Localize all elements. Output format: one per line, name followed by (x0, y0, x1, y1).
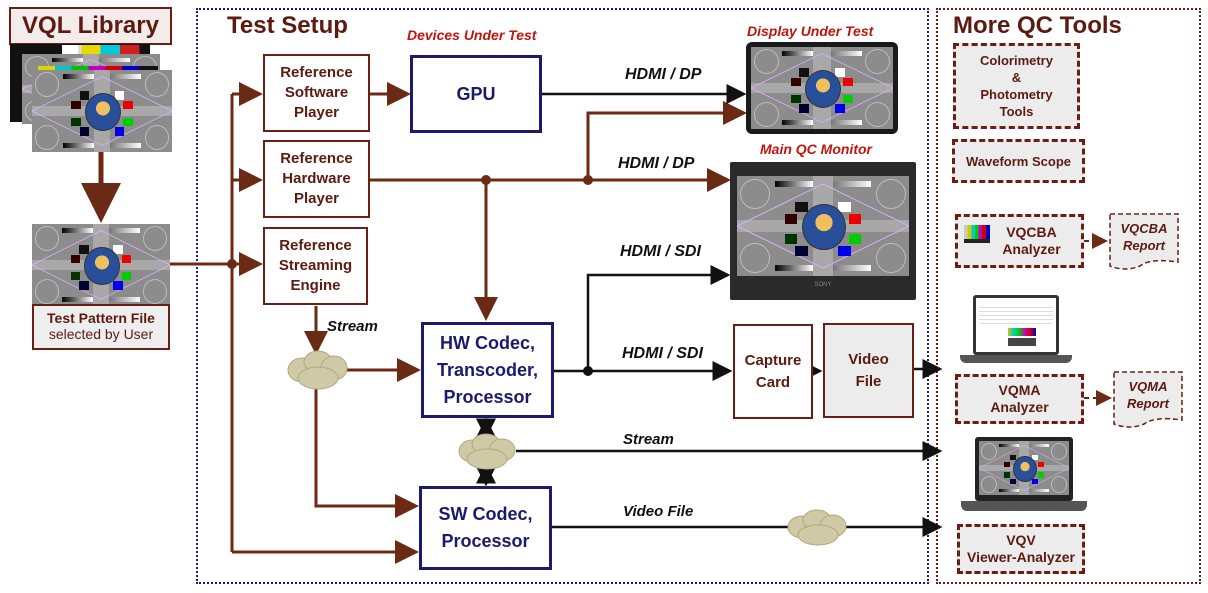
link-label-gpu-hdmi-dp: HDMI / DP (625, 66, 702, 83)
vqcba-line2: Analyzer (1002, 241, 1061, 257)
color-bars-strip (62, 45, 150, 55)
capture-line2: Card (755, 373, 791, 391)
junction-dot (227, 259, 237, 269)
vqcba-line1: VQCBA (1006, 224, 1057, 240)
wire-hw-codec-to-monitor (586, 265, 731, 371)
network-cloud-icon (787, 509, 847, 546)
link-label-video-file: Video File (623, 503, 694, 520)
vqv-laptop (961, 437, 1087, 517)
selected-test-pattern (32, 224, 170, 306)
wire-to-display (586, 101, 747, 180)
more-qc-tools-frame (936, 8, 1201, 584)
colorimetry-line3: Photometry (980, 87, 1053, 102)
vqcba-report-shape (1109, 213, 1179, 270)
link-label-stream-out: Stream (623, 431, 674, 448)
ref-stream-line2: Streaming (278, 257, 353, 274)
gpu-device[interactable]: GPU (410, 55, 542, 133)
vqma-line2: Analyzer (990, 399, 1049, 415)
video-file-line1: Video (848, 350, 889, 368)
ref-sw-line3: Player (293, 104, 340, 121)
link-label-monitor-hdmi-sdi: HDMI / SDI (620, 243, 701, 260)
gpu-label: GPU (456, 83, 496, 104)
waveform-label: Waveform Scope (966, 153, 1071, 169)
color-bars-icon (964, 225, 990, 243)
vqma-report-shape (1113, 371, 1183, 428)
vql-library-title: VQL Library (22, 12, 159, 39)
test-pattern-file-title: Test Pattern File (47, 310, 155, 326)
ref-sw-line2: Software (284, 84, 349, 101)
vqma-report[interactable]: VQMA Report (1114, 372, 1182, 418)
link-label-stream-engine: Stream (327, 318, 378, 335)
video-file-line2: File (855, 372, 882, 390)
vqv-line1: VQV (1006, 532, 1036, 548)
hw-codec-line1: HW Codec, (439, 332, 535, 353)
display-under-test-tablet (746, 42, 898, 134)
vqma-report-line1: VQMA (1128, 379, 1168, 394)
vqcba-report[interactable]: VQCBA Report (1110, 214, 1178, 260)
colorimetry-line1: Colorimetry (980, 53, 1053, 68)
monitor-screen-pattern (737, 176, 909, 276)
junction-dot (583, 175, 593, 185)
ref-sw-line1: Reference (280, 64, 353, 81)
vqcba-report-line2: Report (1123, 238, 1165, 253)
hw-codec-line2: Transcoder, (436, 359, 539, 380)
ref-hw-line3: Player (293, 190, 340, 207)
test-setup-title: Test Setup (227, 12, 348, 39)
laptop-screen-report (976, 298, 1056, 352)
link-label-capture-hdmi-sdi: HDMI / SDI (622, 345, 703, 362)
colorimetry-line4: Tools (999, 104, 1034, 119)
sw-codec-line2: Processor (441, 531, 530, 551)
vqv-line2: Viewer-Analyzer (967, 549, 1075, 565)
ref-stream-line1: Reference (279, 237, 352, 254)
sw-codec-device[interactable]: SW Codec, Processor (419, 486, 552, 570)
wire-cloud-to-sw-codec (314, 388, 419, 518)
junction-dot (583, 366, 593, 376)
monitor-brand: SONY (814, 282, 832, 288)
color-bars-strip (38, 66, 158, 73)
sw-codec-line1: SW Codec, (438, 504, 533, 524)
hw-codec-line3: Processor (443, 386, 532, 407)
ref-hw-line1: Reference (280, 150, 353, 167)
waveform-scope[interactable]: Waveform Scope (952, 139, 1085, 183)
capture-line1: Capture (744, 351, 802, 369)
vqma-laptop (960, 295, 1072, 369)
test-setup-frame (196, 8, 929, 584)
laptop-screen-pattern (979, 441, 1069, 495)
network-cloud-icon (458, 433, 516, 470)
link-label-hw-player-hdmi-dp: HDMI / DP (618, 155, 695, 172)
test-pattern-file-label-box: Test Pattern File selected by User (32, 304, 170, 350)
network-cloud-icon (287, 350, 348, 390)
ref-stream-line3: Engine (290, 277, 341, 294)
more-qc-tools-title: More QC Tools (953, 12, 1122, 39)
vql-library-title-box: VQL Library (9, 7, 172, 45)
tablet-screen-pattern (751, 47, 893, 129)
vqma-line1: VQMA (998, 382, 1041, 398)
test-pattern-thumbnail (32, 70, 172, 152)
junction-dot (481, 175, 491, 185)
colorimetry-line2: & (1011, 70, 1022, 85)
vqma-report-line2: Report (1127, 396, 1169, 411)
ref-hw-line2: Hardware (282, 170, 351, 187)
hw-codec-device[interactable]: HW Codec, Transcoder, Processor (421, 322, 554, 418)
test-pattern-file-subtitle: selected by User (48, 326, 154, 342)
main-qc-monitor: SONY (730, 162, 916, 300)
display-under-test-heading: Display Under Test (747, 23, 874, 39)
main-qc-monitor-heading: Main QC Monitor (760, 141, 872, 157)
devices-under-test-heading: Devices Under Test (407, 27, 537, 43)
vqcba-report-line1: VQCBA (1120, 221, 1168, 236)
